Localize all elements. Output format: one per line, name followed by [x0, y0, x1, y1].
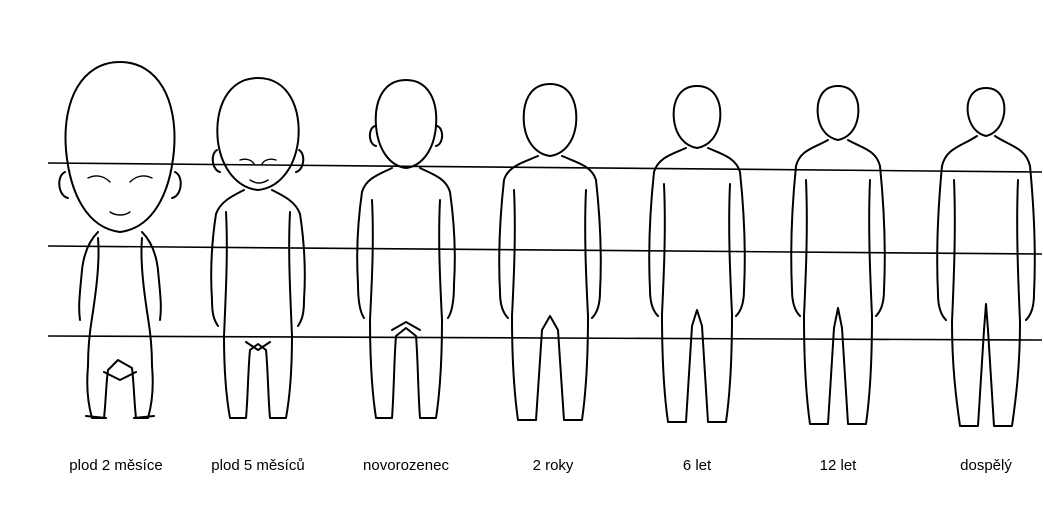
- label-age-12-years: 12 let: [820, 457, 858, 474]
- figure-age-12-years: [791, 86, 885, 424]
- figure-labels: plod 2 měsíce plod 5 měsíců novorozenec …: [69, 457, 1012, 474]
- label-newborn: novorozenec: [363, 457, 449, 474]
- figure-age-2-years: [499, 84, 601, 420]
- label-fetus-2-months: plod 2 měsíce: [69, 457, 162, 474]
- guide-line-upper: [48, 163, 1042, 172]
- guide-line-lower: [48, 336, 1042, 340]
- guide-line-middle: [48, 246, 1042, 254]
- label-age-2-years: 2 roky: [533, 457, 574, 474]
- figure-age-6-years: [649, 86, 745, 422]
- figure-adult: [937, 88, 1035, 426]
- label-age-6-years: 6 let: [683, 457, 712, 474]
- label-fetus-5-months: plod 5 měsíců: [211, 457, 304, 474]
- figure-fetus-2-months: [59, 62, 180, 418]
- label-adult: dospělý: [960, 457, 1012, 474]
- guide-lines: [48, 163, 1042, 340]
